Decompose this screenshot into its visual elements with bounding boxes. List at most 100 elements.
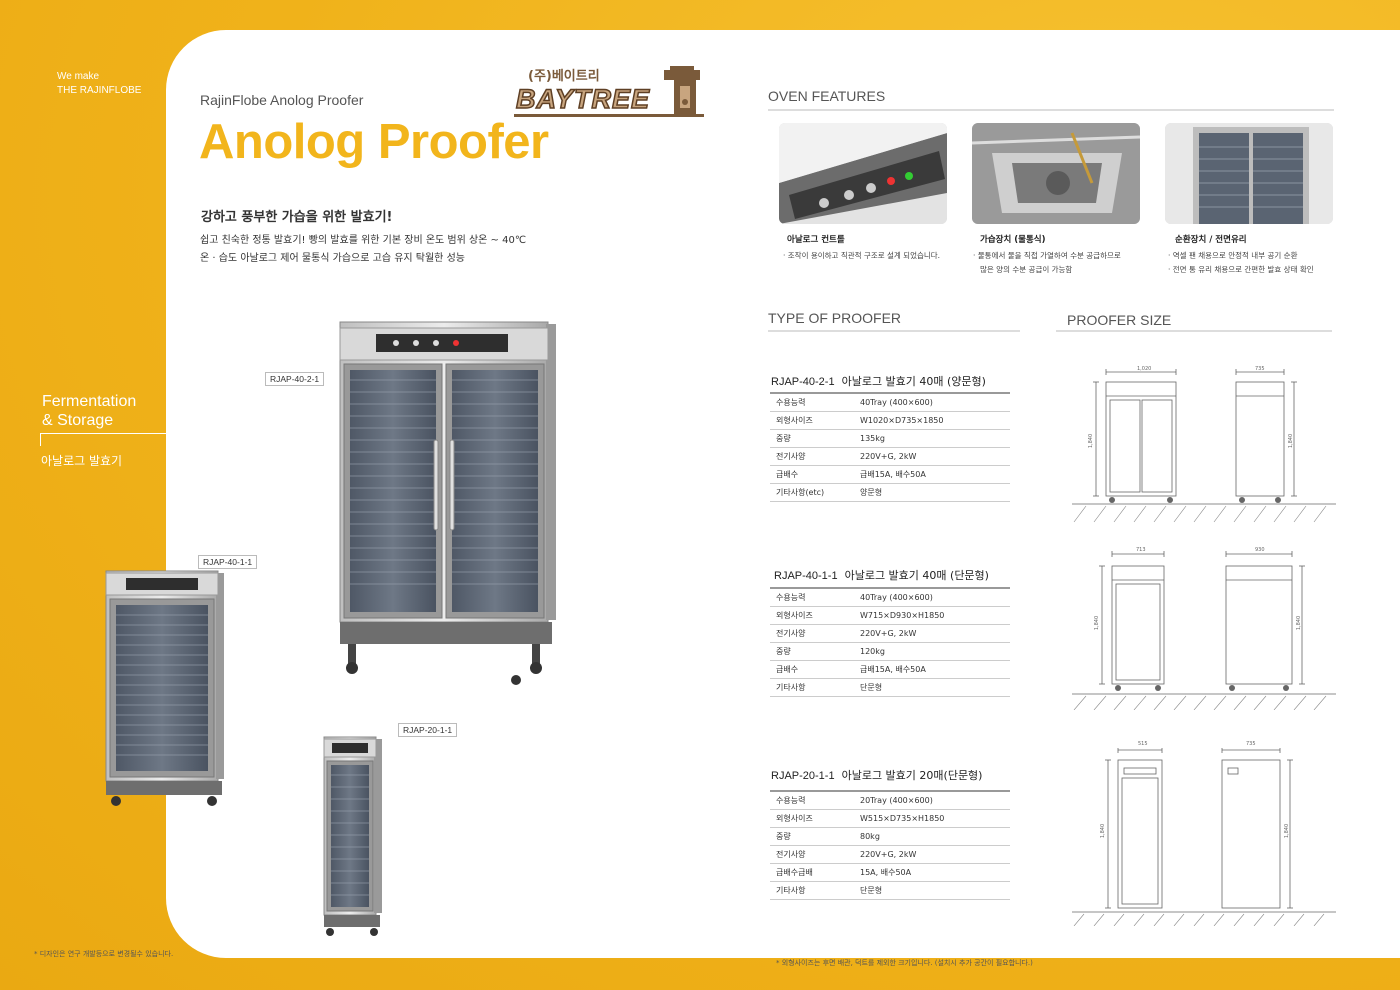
spec-2-model: RJAP-40-1-1 [774, 570, 838, 582]
proofer-20-1-1-label: RJAP-20-1-1 [398, 723, 458, 737]
size-1-height-side: 1,840 [1288, 433, 1295, 449]
spec-value: 15A, 배수50A [854, 863, 1010, 882]
spec-key: 기타사항(etc) [770, 483, 854, 502]
feature-control-desc: · 조작이 용이하고 직관적 구조로 설계 되었습니다. [783, 249, 940, 263]
feature-control-image [779, 123, 947, 224]
feature-humidifier-desc: · 물통에서 물을 직접 가열하여 수분 공급하므로 많은 양의 수분 공급이 … [973, 249, 1121, 277]
spec-key: 외형사이즈 [770, 809, 854, 828]
feature-humidifier-desc-line-1: · 물통에서 물을 직접 가열하여 수분 공급하므로 [973, 251, 1121, 260]
size-2-depth: 930 [1255, 547, 1265, 553]
feature-circulation-desc-line-2: · 전면 통 유리 채용으로 간편한 발효 상태 확인 [1168, 265, 1314, 274]
feature-circulation-desc-line-1: · 역셀 팬 채용으로 안정적 내부 공기 순환 [1168, 251, 1298, 260]
category-divider-tick [40, 433, 41, 446]
spec-value: 220V+G, 2kW [854, 624, 1010, 643]
spec-key: 외형사이즈 [770, 606, 854, 625]
size-3-depth: 735 [1246, 741, 1256, 747]
size-3-height: 1,840 [1100, 823, 1107, 839]
spec-1-model: RJAP-40-2-1 [771, 376, 835, 388]
spec-key: 수용능력 [770, 392, 854, 412]
spec-value: 급배15A, 배수50A [854, 660, 1010, 679]
spec-key: 외형사이즈 [770, 411, 854, 430]
feature-circulation-desc: · 역셀 팬 채용으로 안정적 내부 공기 순환 · 전면 통 유리 채용으로 … [1168, 249, 1314, 277]
spec-key: 전기사양 [770, 845, 854, 864]
spec-value: 135kg [854, 429, 1010, 448]
size-heading: PROOFER SIZE [1067, 312, 1172, 328]
size-1-width: 1,020 [1137, 366, 1152, 372]
feature-humidifier-desc-line-2: 많은 양의 수분 공급이 가능함 [980, 265, 1073, 274]
category-line-2: & Storage [42, 412, 114, 429]
spec-key: 급배수 [770, 660, 854, 679]
logo-wordmark: BAYTREE [515, 83, 651, 115]
spec-1-title: RJAP-40-2-1 아날로그 발효기 40매 (양문형) [771, 373, 986, 389]
category-divider [40, 433, 166, 434]
types-heading-line [768, 330, 1020, 332]
size-1-height: 1,840 [1088, 433, 1095, 449]
proofer-40-1-1-image [105, 570, 224, 806]
intro-headline: 강하고 풍부한 가습을 위한 발효기! [201, 210, 393, 225]
spec-key: 기타사항 [770, 678, 854, 697]
size-3-width: 515 [1138, 741, 1148, 747]
spec-key: 급배수급배 [770, 863, 854, 882]
feature-humidifier-title: 가습장치 (물통식) [980, 235, 1046, 245]
size-2-height: 1,840 [1094, 615, 1101, 631]
spec-value: 단문형 [854, 881, 1010, 900]
intro-desc-line-2: 온 · 습도 아날로그 제어 물통식 가습으로 고습 유지 탁월한 성능 [200, 253, 465, 264]
spec-1-name: 아날로그 발효기 40매 (양문형) [841, 375, 986, 388]
features-heading: OVEN FEATURES [768, 88, 886, 104]
size-1-depth: 735 [1255, 366, 1265, 372]
category-title: Fermentation & Storage [42, 392, 136, 430]
spec-3-model: RJAP-20-1-1 [771, 770, 835, 782]
features-heading-line [768, 109, 1334, 111]
spec-value: 40Tray (400×600) [854, 392, 1010, 412]
feature-circulation-image [1165, 123, 1333, 224]
size-footnote: * 외형사이즈는 후면 배관, 덕트를 제외한 크기입니다. (설치시 추가 공… [776, 959, 1033, 967]
size-drawing-20-1-1 [1072, 748, 1336, 926]
feature-control-title: 아날로그 컨트롤 [787, 235, 845, 245]
page-subtitle: RajinFlobe Anolog Proofer [200, 92, 364, 108]
spec-3-title: RJAP-20-1-1 아날로그 발효기 20매(단문형) [771, 767, 982, 783]
spec-key: 전기사양 [770, 624, 854, 643]
spec-value: 220V+G, 2kW [854, 845, 1010, 864]
feature-control-desc-line-1: · 조작이 용이하고 직관적 구조로 설계 되었습니다. [783, 251, 941, 260]
spec-key: 중량 [770, 642, 854, 661]
baytree-logo [514, 66, 704, 117]
feature-humidifier-image [972, 123, 1140, 224]
logo-korean-name: (주)베이트리 [528, 69, 600, 84]
spec-2-name: 아날로그 발효기 40매 (단문형) [844, 569, 989, 582]
proofer-40-2-1-label: RJAP-40-2-1 [265, 372, 325, 386]
design-footnote: * 디자인은 연구 개발등으로 변경될수 있습니다. [34, 950, 174, 958]
spec-value: W715×D930×H1850 [854, 606, 1010, 625]
size-2-width: 713 [1136, 547, 1146, 553]
spec-3-name: 아날로그 발효기 20매(단문형) [841, 769, 983, 782]
spec-key: 수용능력 [770, 587, 854, 607]
tagline-line-1: We make [57, 71, 100, 82]
spec-key: 전기사양 [770, 447, 854, 466]
spec-key: 기타사항 [770, 881, 854, 900]
spec-value: 220V+G, 2kW [854, 447, 1010, 466]
category-subtitle: 아날로그 발효기 [41, 454, 123, 468]
spec-value: W1020×D735×1850 [854, 411, 1010, 430]
tagline-line-2: THE RAJINFLOBE [57, 85, 142, 96]
size-3-height-side: 1,840 [1284, 823, 1291, 839]
category-line-1: Fermentation [42, 393, 137, 410]
size-drawing-40-1-1 [1072, 551, 1336, 710]
spec-key: 중량 [770, 429, 854, 448]
size-heading-line [1056, 330, 1332, 332]
proofer-20-1-1-image [323, 736, 382, 936]
spec-value: 80kg [854, 827, 1010, 846]
